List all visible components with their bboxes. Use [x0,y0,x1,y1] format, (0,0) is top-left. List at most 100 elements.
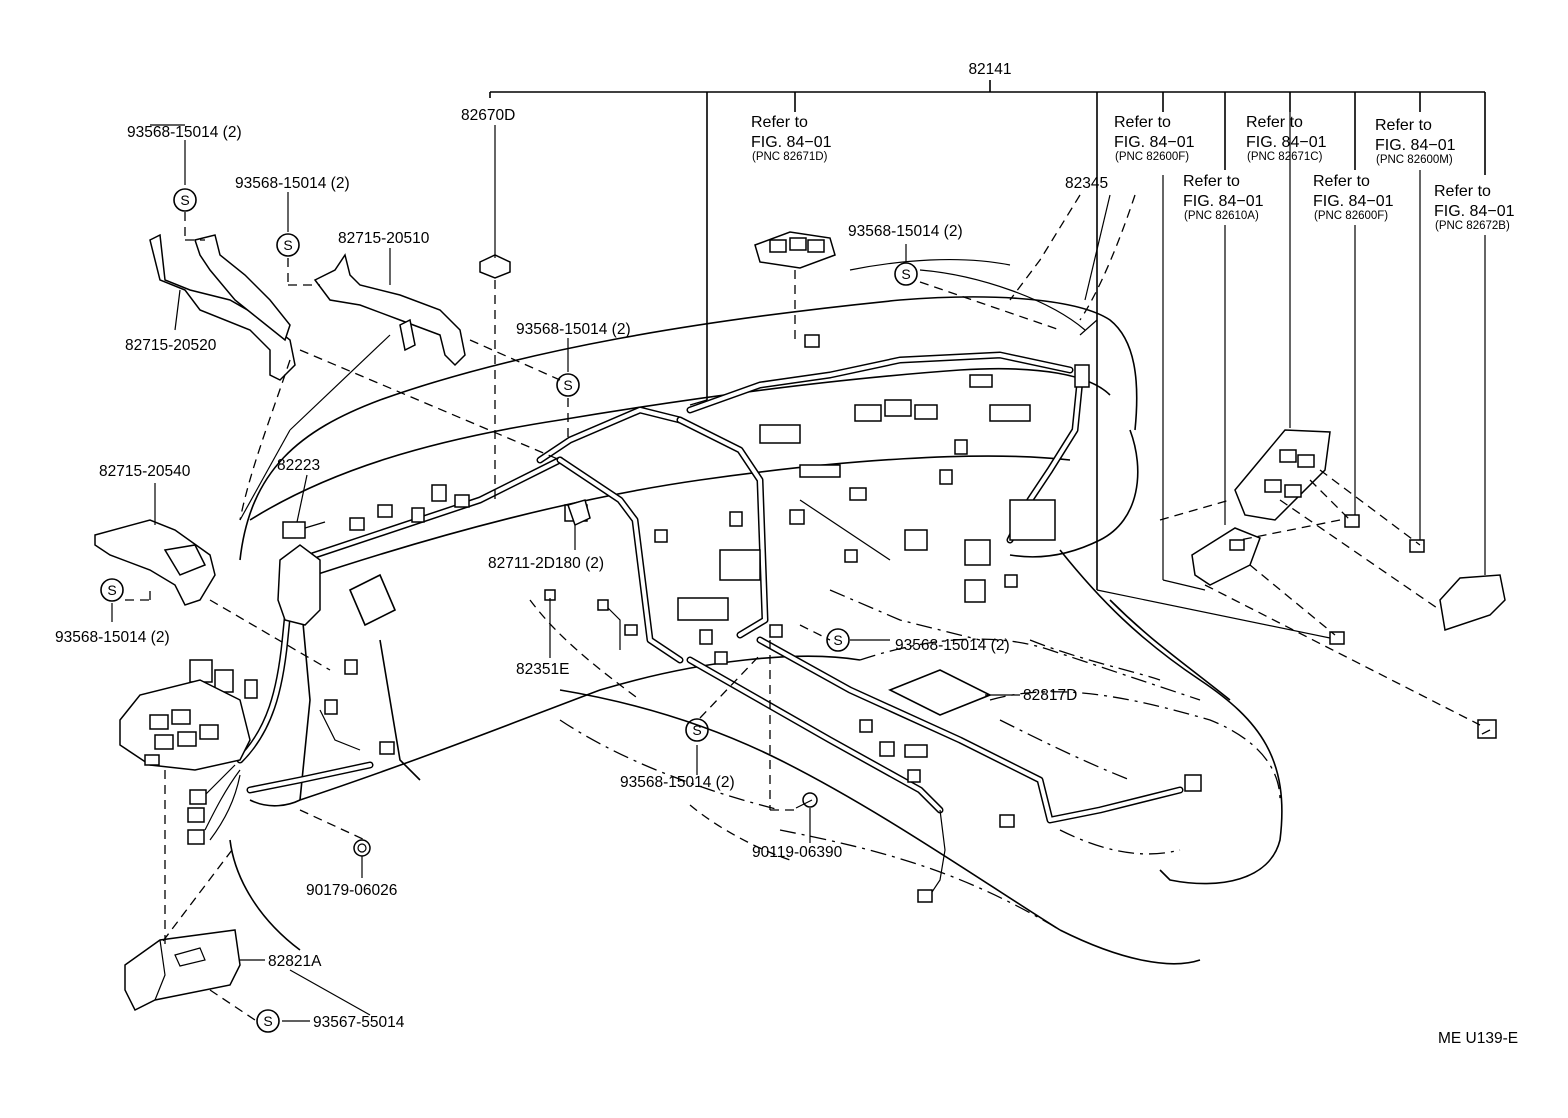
solid-leaders [111,112,1486,1022]
bracket-82715-20510 [313,253,466,367]
connector [344,659,358,675]
svg-text:Refer to: Refer to [1114,114,1171,131]
connector [917,889,933,903]
label-82670D: 82670D [461,107,515,124]
connector [914,404,938,420]
connector [859,719,873,733]
label-screw-1: 93568-15014 (2) [127,124,242,141]
connector [964,539,991,566]
connector [954,439,968,455]
leader-lines [125,194,1491,1021]
connector-lower-right [1477,719,1497,739]
part-82711-2D180 [567,499,591,527]
refer-to-82672B: Refer to FIG. 84−01 (PNC 82672B) [1434,183,1515,232]
connector [719,549,761,581]
connector [654,529,668,543]
connector [964,579,986,603]
connector [324,699,338,715]
diagram-code: ME U139-E [1438,1030,1518,1047]
svg-text:(PNC 82600F): (PNC 82600F) [1115,151,1189,163]
connector [454,494,470,508]
connector-82600F-2 [1329,631,1345,645]
label-90179-06026: 90179-06026 [306,882,397,899]
connector [411,507,425,523]
svg-text:FIG. 84−01: FIG. 84−01 [1183,193,1264,210]
connector [849,487,867,501]
label-82715-20510: 82715-20510 [338,230,430,247]
svg-text:FIG. 84−01: FIG. 84−01 [1434,203,1515,220]
svg-text:FIG. 84−01: FIG. 84−01 [1246,134,1327,151]
instrument-panel-outline [229,258,1283,965]
connector [729,511,743,527]
label-82821A: 82821A [268,953,322,970]
part-82223-connector [282,521,326,539]
svg-text:Refer to: Refer to [1246,114,1303,131]
connector [939,469,953,485]
svg-text:(PNC 82600F): (PNC 82600F) [1314,210,1388,222]
connector-82600M [1409,539,1425,553]
part-82821A [124,929,241,1012]
main-part-bracket [489,80,1486,590]
connector [699,629,713,645]
svg-text:FIG. 84−01: FIG. 84−01 [1375,137,1456,154]
screw-icon: S [276,233,300,257]
svg-text:S: S [901,266,910,282]
switch-82610A [1191,527,1261,586]
part-90119-06390 [795,792,818,809]
refer-to-82600F: Refer to FIG. 84−01 (PNC 82600F) [1114,114,1195,163]
screw-icon: S [556,373,580,397]
svg-text:(PNC 82600M): (PNC 82600M) [1376,154,1453,166]
svg-text:S: S [283,237,292,253]
svg-text:(PNC 82671D): (PNC 82671D) [752,151,828,163]
part-90179-06026 [353,839,371,857]
refer-to-82610A: Refer to FIG. 84−01 (PNC 82610A) [1183,173,1264,222]
label-82817D: 82817D [1023,687,1077,704]
connector [907,769,921,783]
svg-text:FIG. 84−01: FIG. 84−01 [1114,134,1195,151]
label-90119-06390: 90119-06390 [752,844,843,861]
svg-text:S: S [833,632,842,648]
label-screw-7: 93568-15014 (2) [620,774,735,791]
svg-text:FIG. 84−01: FIG. 84−01 [751,134,832,151]
screw-icon: S [826,628,850,652]
connector [854,404,882,422]
refer-to-82600M: Refer to FIG. 84−01 (PNC 82600M) [1375,117,1456,166]
screw-symbols: S S S S S S S S [100,188,918,1033]
switch-82671D [754,231,836,269]
switch-82672B [1439,574,1506,631]
left-bracket-under [277,544,321,626]
label-screw-4: 93568-15014 (2) [516,321,631,338]
connector [904,744,928,758]
refer-to-82671D: Refer to FIG. 84−01 (PNC 82671D) [751,114,832,163]
connectors [187,334,1202,903]
refer-to-82600F-2: Refer to FIG. 84−01 (PNC 82600F) [1313,173,1394,222]
connector [969,374,993,388]
connector [999,814,1015,828]
label-82141: 82141 [968,61,1011,78]
connector [789,509,805,525]
part-labels: 82141 82670D 82345 93568-15014 (2) 93568… [55,61,1518,1047]
label-82351E: 82351E [516,661,569,678]
connector [844,549,858,563]
svg-text:Refer to: Refer to [1375,117,1432,134]
connector [1184,774,1202,792]
svg-text:FIG. 84−01: FIG. 84−01 [1313,193,1394,210]
connector [187,807,205,823]
part-82670D [479,254,511,279]
svg-text:S: S [180,192,189,208]
label-93567-55014: 93567-55014 [313,1014,405,1031]
connector [379,741,395,755]
screw-icon: S [256,1009,280,1033]
connector [759,424,801,444]
connector [884,399,912,417]
bracket-82715-20520 [149,233,296,381]
connector [989,404,1031,422]
connector [799,464,841,478]
label-screw-5: 93568-15014 (2) [55,629,170,646]
svg-text:(PNC 82672B): (PNC 82672B) [1435,220,1510,232]
svg-text:S: S [563,377,572,393]
connector [189,659,213,683]
screw-icon: S [100,578,124,602]
